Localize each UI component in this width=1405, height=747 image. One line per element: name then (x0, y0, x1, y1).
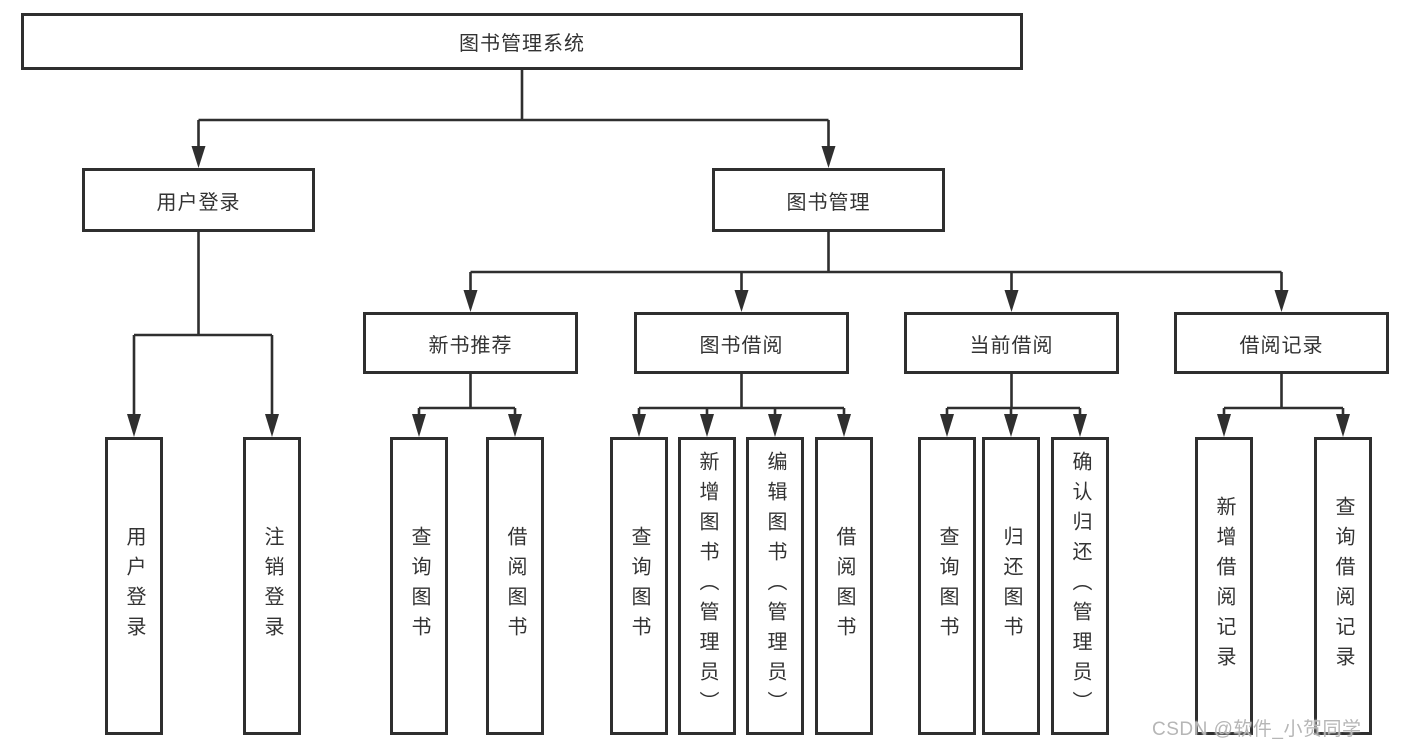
leaf-records-add-borrow-record-label: 新增借阅记录 (1213, 496, 1235, 676)
leaf-borrow-query-books: 查询图书 (610, 437, 668, 735)
node-root-system: 图书管理系统 (21, 13, 1023, 70)
leaf-borrow-edit-books-admin-label: 编辑图书（管理员） (764, 451, 786, 721)
node-book-borrow-label: 图书借阅 (699, 334, 784, 357)
leaf-records-add-borrow-record: 新增借阅记录 (1195, 437, 1253, 735)
leaf-borrow-add-books-admin: 新增图书（管理员） (678, 437, 736, 735)
connector-current-borrow-branch (940, 374, 1087, 437)
node-book-borrow: 图书借阅 (634, 312, 849, 374)
connector-book-borrow-branch (632, 374, 851, 437)
node-borrow-records-label: 借阅记录 (1239, 334, 1324, 357)
leaf-logout: 注销登录 (243, 437, 301, 735)
leaf-current-query-books-label: 查询图书 (936, 526, 958, 646)
leaf-user-login-label: 用户登录 (123, 526, 145, 646)
node-borrow-records: 借阅记录 (1174, 312, 1389, 374)
leaf-current-confirm-return-admin: 确认归还（管理员） (1051, 437, 1109, 735)
leaf-borrow-borrow-books-label: 借阅图书 (833, 526, 855, 646)
node-user-login-branch: 用户登录 (82, 168, 315, 232)
node-user-login-branch-label: 用户登录 (156, 191, 241, 214)
node-current-borrow: 当前借阅 (904, 312, 1119, 374)
connector-book-mgmt-branch (463, 232, 1289, 312)
leaf-newbook-borrow-books-label: 借阅图书 (504, 526, 526, 646)
connector-borrow-records-branch (1217, 374, 1350, 437)
leaf-borrow-add-books-admin-label: 新增图书（管理员） (696, 451, 718, 721)
leaf-newbook-query-books-label: 查询图书 (408, 526, 430, 646)
leaf-newbook-query-books: 查询图书 (390, 437, 448, 735)
leaf-newbook-borrow-books: 借阅图书 (486, 437, 544, 735)
leaf-user-login: 用户登录 (105, 437, 163, 735)
node-root-system-label: 图书管理系统 (459, 33, 585, 55)
leaf-logout-label: 注销登录 (261, 526, 283, 646)
connector-new-book-branch (412, 374, 522, 437)
connector-user-login-branch (127, 232, 279, 437)
node-current-borrow-label: 当前借阅 (969, 334, 1054, 357)
leaf-borrow-edit-books-admin: 编辑图书（管理员） (746, 437, 804, 735)
leaf-current-return-books: 归还图书 (982, 437, 1040, 735)
leaf-records-query-borrow-record: 查询借阅记录 (1314, 437, 1372, 735)
leaf-borrow-query-books-label: 查询图书 (628, 526, 650, 646)
leaf-current-query-books: 查询图书 (918, 437, 976, 735)
csdn-watermark: CSDN @软件_小贺同学 (1152, 719, 1362, 740)
connector-root-branch (191, 70, 836, 168)
leaf-records-query-borrow-record-label: 查询借阅记录 (1332, 496, 1354, 676)
node-new-book-recommend-label: 新书推荐 (428, 334, 513, 357)
node-book-management-branch: 图书管理 (712, 168, 945, 232)
node-new-book-recommend: 新书推荐 (363, 312, 578, 374)
leaf-current-return-books-label: 归还图书 (1000, 526, 1022, 646)
leaf-current-confirm-return-admin-label: 确认归还（管理员） (1069, 451, 1091, 721)
node-book-management-branch-label: 图书管理 (786, 191, 871, 214)
leaf-borrow-borrow-books: 借阅图书 (815, 437, 873, 735)
